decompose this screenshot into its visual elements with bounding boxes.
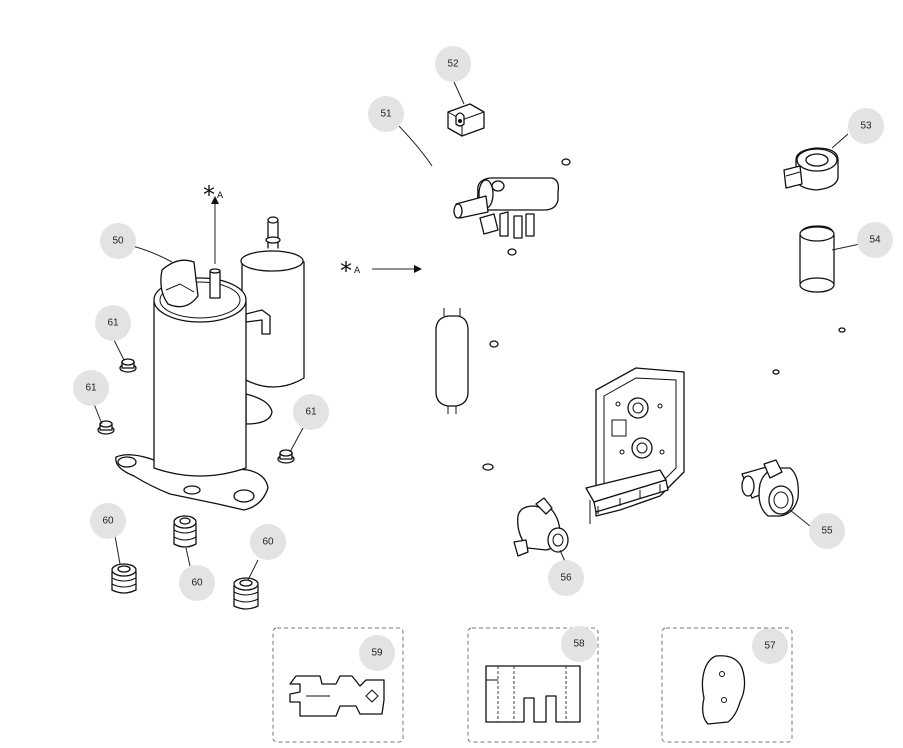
nut-61-c — [277, 449, 295, 464]
svg-text:56: 56 — [560, 573, 572, 584]
callout-55: 55 — [809, 513, 845, 549]
svg-text:60: 60 — [191, 578, 203, 589]
svg-text:55: 55 — [821, 526, 833, 537]
rubber-mount-60-a — [111, 563, 137, 594]
callout-54: 54 — [857, 222, 893, 258]
callout-58: 58 — [561, 626, 597, 662]
callout-61-b: 61 — [73, 370, 109, 406]
part-59-box — [272, 627, 404, 743]
callout-61-a: 61 — [95, 305, 131, 341]
pipe-assembly — [399, 149, 571, 489]
compressor — [115, 216, 305, 511]
callout-60-a: 60 — [90, 503, 126, 539]
callout-60-c: 60 — [250, 524, 286, 560]
svg-text:53: 53 — [860, 121, 872, 132]
a-marker-letter: A — [217, 191, 224, 201]
a-marker-star: * — [203, 181, 215, 209]
nut-61-a — [119, 358, 137, 373]
svg-text:60: 60 — [102, 516, 114, 527]
svg-text:52: 52 — [447, 59, 459, 70]
svg-text:58: 58 — [573, 639, 585, 650]
nut-61-b — [97, 420, 115, 435]
svg-text:51: 51 — [380, 109, 392, 120]
callout-60-b: 60 — [179, 565, 215, 601]
callout-52: 52 — [435, 46, 471, 82]
svg-text:50: 50 — [112, 236, 124, 247]
insulation-57 — [701, 655, 746, 725]
callout-56: 56 — [548, 560, 584, 596]
callout-59: 59 — [359, 635, 395, 671]
service-valve-55 — [741, 459, 799, 517]
svg-text:60: 60 — [262, 537, 274, 548]
callout-61-c: 61 — [293, 394, 329, 430]
solenoid-coil — [447, 103, 485, 137]
callout-57: 57 — [752, 628, 788, 664]
insulation-59 — [289, 675, 385, 717]
a-marker-letter-2: A — [354, 266, 361, 276]
insulation-58 — [485, 665, 581, 723]
callout-50: 50 — [100, 223, 136, 259]
callout-51: 51 — [368, 96, 404, 132]
svg-text:57: 57 — [764, 641, 776, 652]
expansion-valve-assembly — [718, 225, 846, 496]
callout-53: 53 — [848, 108, 884, 144]
leader-lines — [93, 81, 861, 581]
svg-text:61: 61 — [107, 318, 119, 329]
part-58-box — [467, 627, 599, 743]
a-marker-star-2: * — [340, 257, 352, 285]
service-valve-56 — [482, 463, 569, 557]
part-57-box — [661, 627, 793, 743]
rubber-mount-60-c — [233, 577, 259, 610]
svg-text:59: 59 — [371, 648, 383, 659]
svg-text:61: 61 — [305, 407, 317, 418]
valve-mounting-plate — [585, 367, 685, 524]
reactor-coil — [783, 147, 839, 191]
svg-text:54: 54 — [869, 235, 881, 246]
rubber-mount-60-b — [173, 515, 197, 548]
svg-text:61: 61 — [85, 383, 97, 394]
